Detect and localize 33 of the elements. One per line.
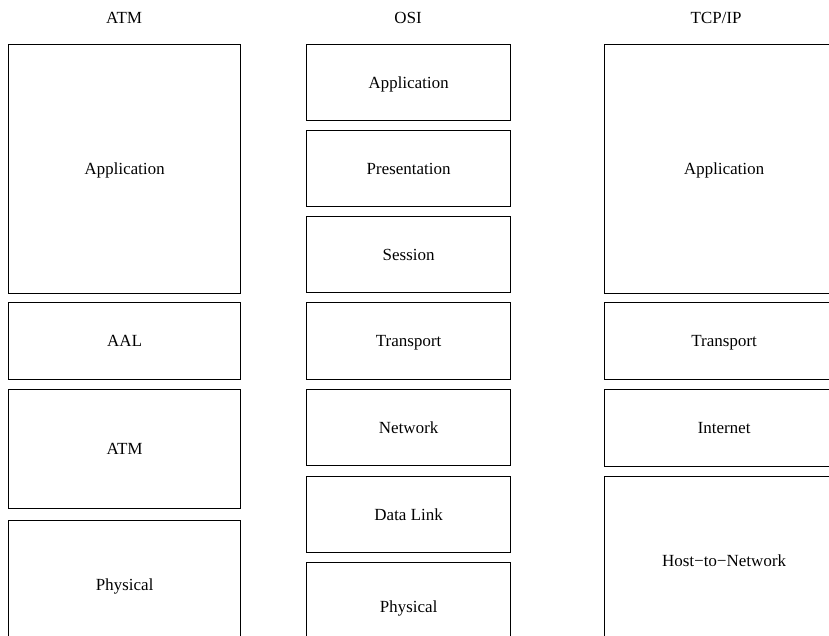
layer-name: ATM	[106, 439, 142, 459]
layer-box	[8, 520, 241, 636]
layer-name: Network	[378, 418, 438, 438]
layer-box	[306, 216, 511, 293]
layer-name: Application	[684, 159, 764, 179]
layer-box	[8, 302, 241, 380]
layer-name: AAL	[107, 331, 142, 351]
layer-name: Physical	[96, 575, 154, 595]
layer-box	[306, 130, 511, 207]
layer-box	[604, 476, 829, 636]
layer-name: Application	[368, 72, 449, 92]
column-heading: ATM	[106, 8, 142, 28]
layer-box	[604, 44, 829, 294]
layer-box	[8, 44, 241, 294]
layer-box	[306, 476, 511, 553]
layer-name: Host−to−Network	[662, 551, 786, 571]
layer-name: Physical	[380, 597, 438, 617]
layer-box	[306, 302, 511, 380]
layer-name: Internet	[698, 418, 750, 438]
layer-name: Session	[382, 244, 434, 264]
layer-box	[604, 302, 829, 380]
layer-box	[8, 389, 241, 509]
column-heading: OSI	[394, 8, 422, 28]
column-heading: TCP/IP	[690, 8, 742, 28]
layer-name: Presentation	[366, 158, 451, 178]
layer-box	[306, 389, 511, 466]
layer-name: Transport	[691, 331, 757, 351]
layer-box	[306, 562, 511, 636]
layer-box	[604, 389, 829, 467]
layer-name: Transport	[376, 331, 442, 351]
layer-box	[306, 44, 511, 121]
layer-name: Application	[84, 159, 165, 179]
layer-name: Data Link	[374, 504, 443, 524]
